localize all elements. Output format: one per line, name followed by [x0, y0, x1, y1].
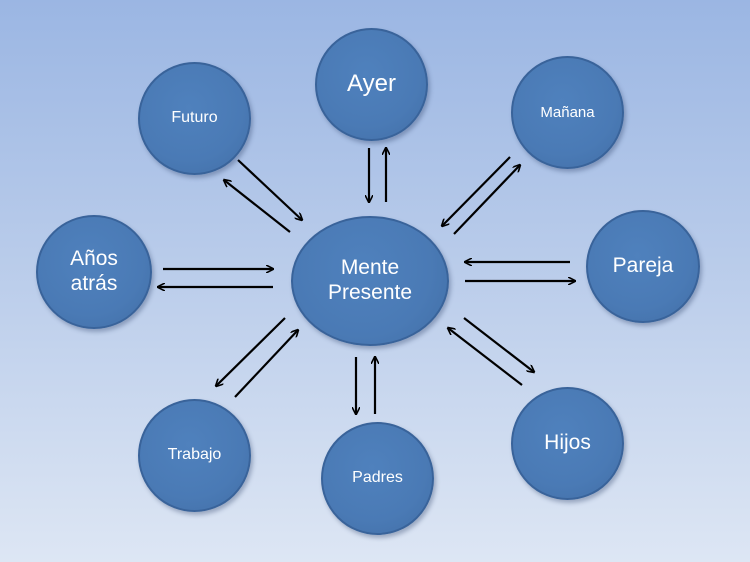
arrow-manana-to-center — [442, 156, 511, 226]
node-hijos: Hijos — [511, 387, 624, 500]
node-padres: Padres — [321, 422, 434, 535]
arrow-center-to-futuro — [224, 180, 291, 233]
arrow-futuro-to-center — [237, 159, 302, 220]
arrow-center-to-trabajo — [216, 317, 286, 386]
node-pareja: Pareja — [586, 210, 700, 323]
node-ayer: Ayer — [315, 28, 428, 141]
arrow-trabajo-to-center — [234, 330, 298, 398]
arrow-center-to-hijos — [463, 317, 534, 372]
node-trabajo: Trabajo — [138, 399, 251, 512]
arrow-center-to-manana — [453, 165, 520, 235]
node-anos-atras: Años atrás — [36, 215, 152, 329]
node-mente-presente: Mente Presente — [291, 216, 449, 346]
arrow-hijos-to-center — [448, 328, 523, 386]
node-futuro: Futuro — [138, 62, 251, 175]
node-manana: Mañana — [511, 56, 624, 169]
